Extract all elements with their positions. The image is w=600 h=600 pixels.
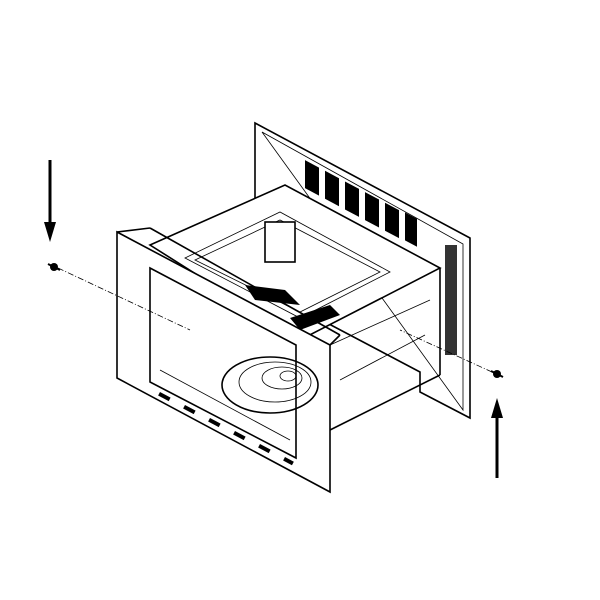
front-frame — [116, 227, 341, 494]
back-vents — [305, 160, 457, 355]
magnetron — [264, 221, 296, 263]
leader-line-right — [399, 329, 493, 373]
screw-icon — [490, 370, 504, 378]
screw-icon — [47, 263, 61, 271]
down-arrow-icon — [44, 160, 56, 242]
leader-line-left — [57, 267, 191, 331]
turntable — [221, 356, 319, 414]
up-arrow-icon — [491, 398, 503, 478]
